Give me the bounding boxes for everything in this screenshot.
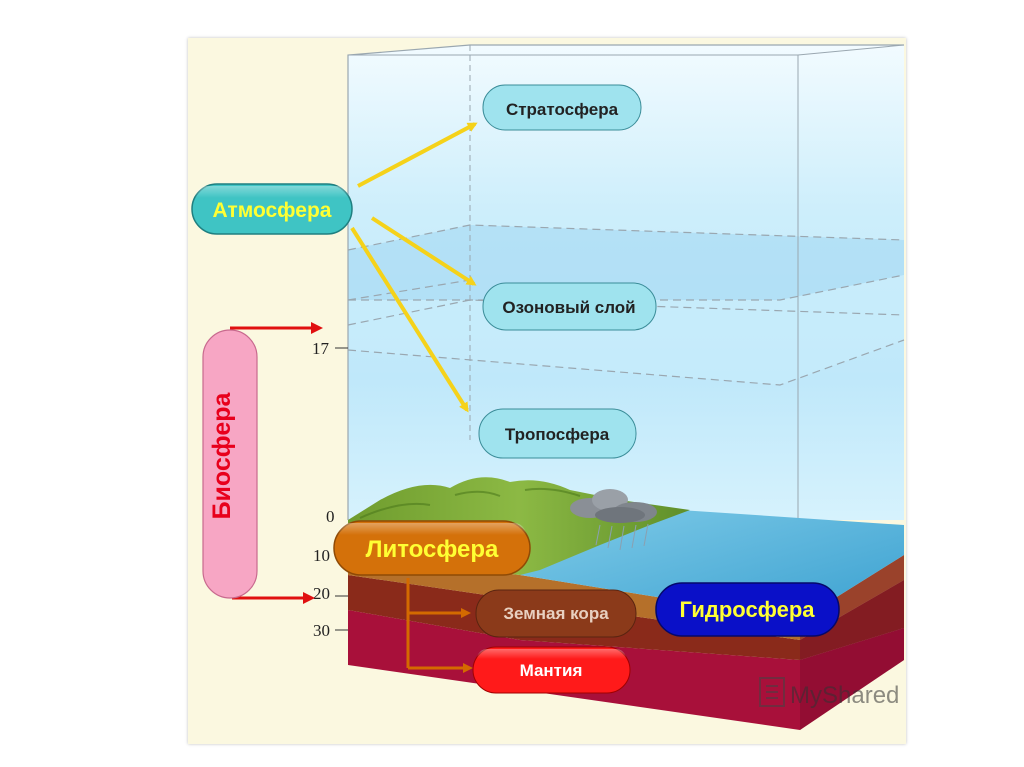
arrow-to-stratosphere: [357, 122, 478, 188]
mantle-text: Мантия: [520, 661, 583, 680]
atmosphere-arrows: [350, 122, 478, 413]
lithosphere-arrows: [406, 578, 473, 673]
stratosphere-text: Стратосфера: [506, 100, 619, 119]
scale-mark-0: 0: [326, 507, 335, 526]
hydrosphere-label: Гидросфера: [655, 582, 840, 637]
lithosphere-label: Литосфера: [333, 520, 531, 576]
scale-mark-30: 30: [313, 621, 330, 640]
ozone-band: [348, 225, 904, 300]
earth-crust-label: Земная кора: [475, 589, 637, 638]
scale-mark-20: 20: [313, 584, 330, 603]
lithosphere-text: Литосфера: [366, 536, 499, 563]
arrow-to-troposphere: [350, 226, 469, 413]
stratosphere-label: Стратосфера: [482, 84, 642, 131]
scale-mark-10: 10: [313, 546, 330, 565]
hydrosphere-text: Гидросфера: [679, 597, 815, 622]
scale-mark-17: 17: [312, 339, 330, 358]
altitude-scale: 17 0 10 20 30: [312, 339, 348, 640]
watermark-logo-icon: [759, 677, 785, 707]
biosphere-text: Биосфера: [208, 392, 236, 520]
ozone-layer-text: Озоновый слой: [502, 298, 635, 317]
watermark: MyShared: [759, 677, 899, 709]
troposphere-text: Тропосфера: [505, 425, 610, 444]
atmosphere-text: Атмосфера: [213, 199, 332, 222]
biosphere-label: Биосфера: [202, 329, 258, 599]
biosphere-arrows: [230, 322, 323, 604]
arrow-to-ozone: [370, 216, 477, 286]
earth-crust-text: Земная кора: [503, 604, 609, 623]
troposphere-label: Тропосфера: [478, 408, 637, 459]
rain-cloud-icon: [570, 489, 657, 551]
watermark-text: MyShared: [790, 682, 899, 709]
atmosphere-label: Атмосфера: [191, 183, 353, 235]
mantle-label: Мантия: [472, 646, 631, 694]
ozone-layer-label: Озоновый слой: [482, 282, 657, 331]
